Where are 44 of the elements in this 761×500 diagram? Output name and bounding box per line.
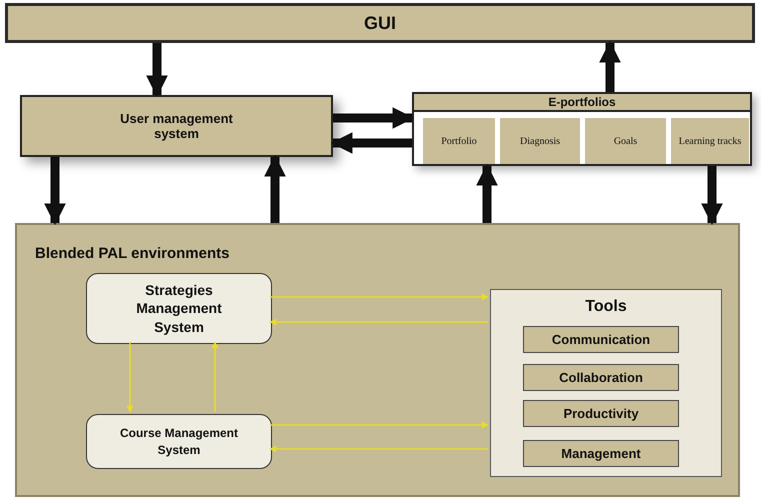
node-label: GUI [364, 12, 396, 34]
node-label: Portfolio [440, 136, 478, 146]
arrow [599, 40, 621, 92]
arrow [476, 164, 498, 223]
process-box [86, 414, 272, 469]
arrow [330, 132, 412, 154]
arrow [269, 318, 488, 326]
arrow [270, 422, 489, 428]
tools-panel [490, 289, 722, 477]
tool-box [523, 364, 679, 391]
process-box [86, 273, 272, 344]
arrow [44, 157, 66, 226]
arrow [146, 43, 168, 98]
cell-box [423, 118, 495, 164]
node-label: Management [561, 446, 641, 461]
node-label: Strategies Management System [135, 281, 223, 336]
tool-box [523, 440, 679, 467]
arrow [270, 294, 489, 300]
cell-box [671, 118, 749, 164]
node-label: Tools [585, 298, 627, 316]
arrow [701, 166, 723, 226]
arrow [269, 446, 488, 452]
gui-bar [5, 3, 755, 43]
node-label: Communication [552, 332, 650, 347]
node-label: E-portfolios [414, 94, 750, 112]
arrow [212, 341, 218, 412]
cell-box [500, 118, 580, 164]
node-label: Blended PAL environments [35, 245, 230, 262]
arrow [264, 154, 286, 223]
environment-panel [15, 223, 740, 497]
cell-box [585, 118, 666, 164]
node-label: Collaboration [559, 370, 643, 385]
tool-box [523, 400, 679, 427]
node-label: Diagnosis [519, 136, 561, 146]
container-box [412, 92, 752, 166]
node-label: Productivity [563, 406, 639, 421]
arrow [126, 342, 134, 413]
process-box [20, 95, 333, 157]
tool-box [523, 326, 679, 353]
arrow [333, 107, 414, 129]
node-label: User management system [119, 111, 234, 141]
node-label: Goals [612, 136, 638, 146]
node-label: Learning tracks [678, 136, 742, 146]
node-label: Course Management System [118, 424, 240, 458]
